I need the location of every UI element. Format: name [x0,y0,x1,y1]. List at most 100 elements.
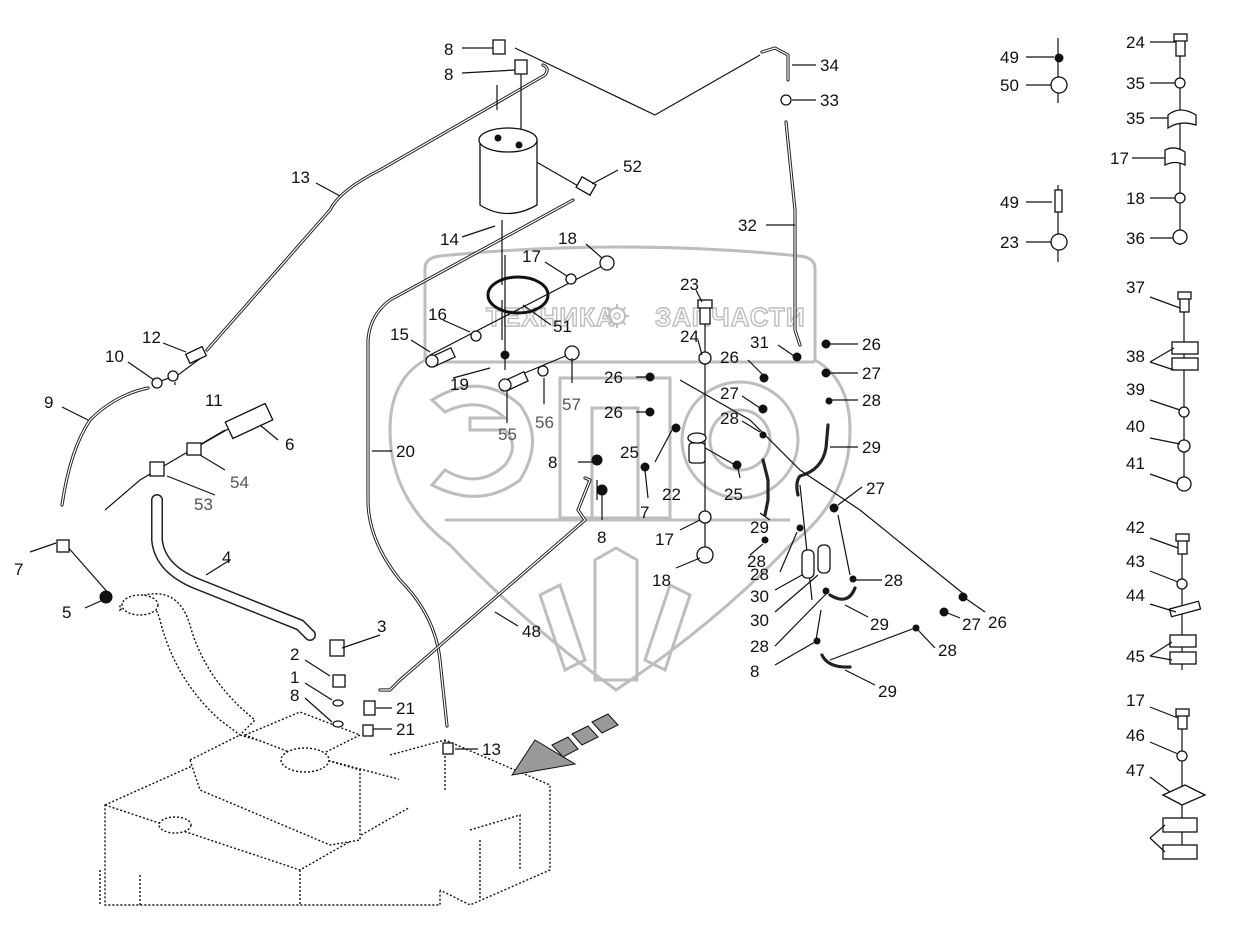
callout-51: 51 [553,317,572,336]
washer-17d [1176,750,1188,762]
pipe-29c [828,586,857,601]
callout-37: 38 [1126,347,1145,366]
injector-30b [817,544,831,574]
fitting-28h [912,624,920,632]
callout-34: 34 [820,56,839,75]
fitting-28b [825,397,833,405]
bolt-15 [425,346,456,368]
callout-48: 49 [1000,48,1019,67]
callout-18: 36 [1126,229,1145,248]
washer-24b [1174,77,1186,89]
callout-27: 27 [720,384,739,403]
callout-16: 16 [428,305,447,324]
callout-labels: 8 8 13 14 52 34 33 32 18 17 51 16 15 19 … [14,33,1145,780]
adapter-12 [184,345,208,365]
callout-10: 10 [105,347,124,366]
fitting-8a [492,39,506,55]
fitting-8e [56,539,70,553]
callout-50: 49 [1000,193,1019,212]
callout-26: 26 [720,348,739,367]
callout-49: 23 [1000,233,1019,252]
callout-26: 26 [604,403,623,422]
nut-57 [564,345,580,361]
callout-54: 54 [230,473,249,492]
callout-52: 52 [623,157,642,176]
callout-29: 29 [870,615,889,634]
fitting-25a [671,423,681,433]
fine-filter-22 [687,432,707,464]
fitting-53 [149,461,165,477]
injector-30a [801,549,815,579]
callout-27: 27 [862,364,881,383]
callout-29: 29 [878,682,897,701]
callout-1: 8 [290,686,299,705]
nut-10 [151,377,163,389]
callout-26: 26 [988,613,1007,632]
fuel-lines [60,46,857,728]
callout-26: 26 [862,335,881,354]
fitting-27b [821,368,831,378]
nut-48 [1054,53,1064,63]
nut-49 [1050,76,1068,94]
callout-8: 21 [396,699,415,718]
callout-29: 29 [750,518,769,537]
fitting-28d [796,524,804,532]
nut-40 [1176,476,1192,492]
washer-42 [1176,578,1188,590]
callout-35: 35 [1126,109,1145,128]
callout-6: 6 [285,435,294,454]
callout-17: 18 [1126,189,1145,208]
pipe-29a [795,423,830,497]
fitting-21b [442,742,454,755]
clamp-37 [1171,341,1199,371]
parts [56,33,1207,860]
callout-22: 22 [662,485,681,504]
callout-40: 41 [1126,454,1145,473]
callout-18: 18 [652,571,671,590]
fitting-27c [829,503,839,513]
callout-28: 28 [862,391,881,410]
fitting-21a [362,724,374,737]
watermark-wheat [538,546,692,682]
callout-17: 17 [655,530,674,549]
watermark-word-right: ЗАПЧАСТИ [655,302,806,332]
callout-25: 25 [724,485,743,504]
washer-38 [1178,406,1190,418]
callout-46: 47 [1126,761,1145,780]
washer-17 [565,273,577,285]
washer-11 [167,370,179,382]
callout-42: 43 [1126,552,1145,571]
fitting-7 [99,590,113,604]
callout-20: 20 [396,442,415,461]
plug-3 [332,674,346,688]
clamp-44 [1169,634,1197,665]
fitting-27d [939,607,949,617]
callout-32: 32 [738,216,757,235]
callout-9: 9 [44,393,53,412]
nut-49b [1050,233,1068,251]
callout-21: 21 [396,720,415,739]
callout-44: 45 [1126,647,1145,666]
washer-17c [1174,192,1186,204]
watermark: ТЕХНИКА ЗАПЧАСТИ [388,245,852,692]
fitting-54 [186,442,202,456]
callout-27: 27 [962,615,981,634]
nut-33 [780,94,792,106]
fitting-7b [640,462,650,472]
clamp-47 [1162,817,1198,860]
callout-45: 17 [1126,691,1145,710]
callout-28: 28 [750,637,769,656]
bolt-45 [1175,708,1190,730]
callout-53: 53 [194,495,213,514]
callout-28: 28 [938,641,957,660]
bolt-23-right [1173,33,1188,57]
callout-4: 3 [377,617,386,636]
bolt-41 [1175,533,1190,555]
stud-50 [1054,189,1063,213]
callout-23: 23 [680,275,699,294]
callout-7: 7 [640,503,649,522]
callout-23: 24 [1126,33,1145,52]
callout-13: 13 [291,168,310,187]
callout-39: 40 [1126,417,1145,436]
